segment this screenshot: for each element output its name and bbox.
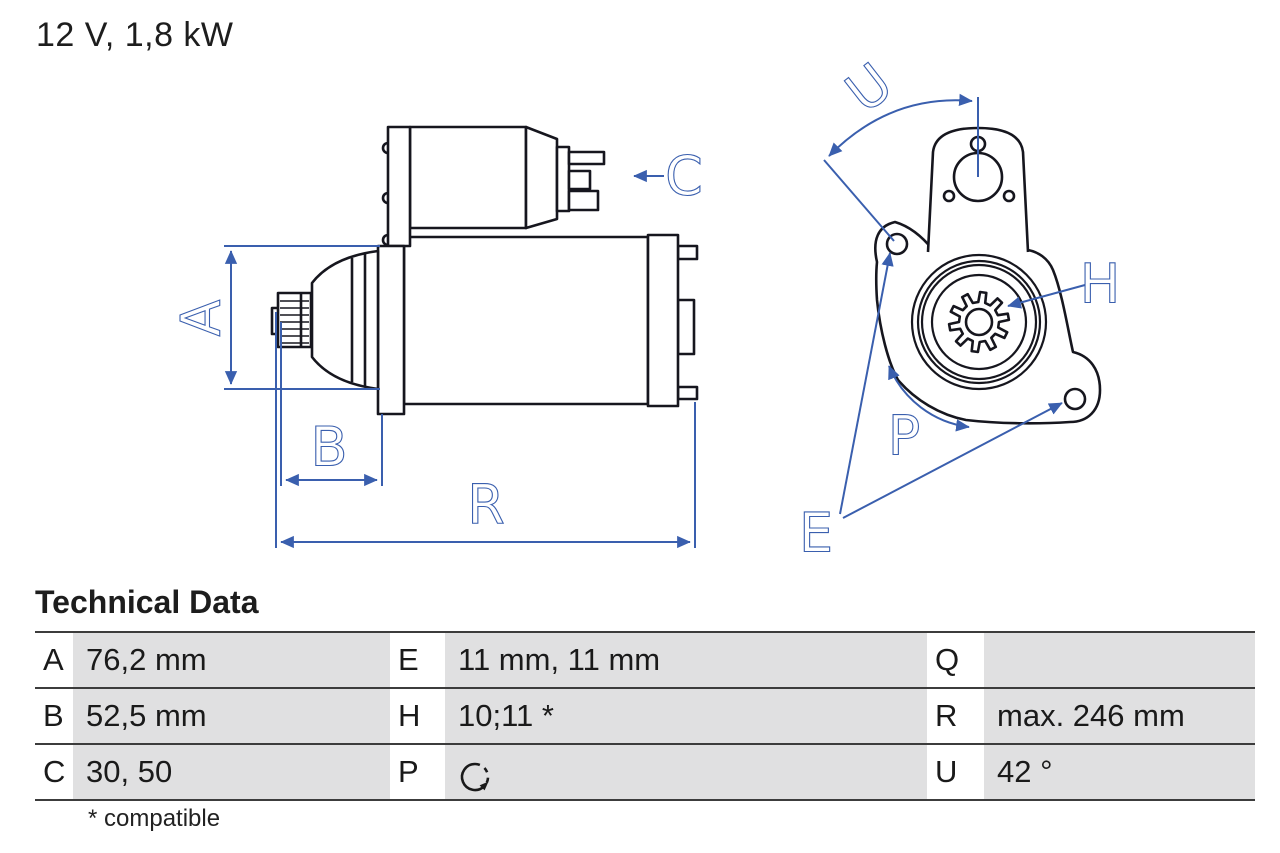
shaft-hole xyxy=(964,307,994,337)
spec-key-h: H xyxy=(390,689,445,743)
bracket-hole-right xyxy=(1002,189,1016,203)
page-title: 12 V, 1,8 kW xyxy=(36,16,234,54)
starter-motor-drawing: A B R C xyxy=(169,50,1121,565)
pinion-gear-side xyxy=(270,291,313,349)
motor-body xyxy=(402,235,650,406)
dimension-b: B xyxy=(280,322,383,487)
dim-label-h: H xyxy=(1080,253,1121,316)
dim-label-a: A xyxy=(170,299,233,336)
top-bracket xyxy=(926,126,1030,253)
solenoid-terminal-top xyxy=(567,150,606,166)
mounting-flange xyxy=(376,125,412,416)
front-view-drawing xyxy=(874,126,1102,425)
spec-key-q: Q xyxy=(927,633,984,687)
dim-label-r: R xyxy=(467,474,505,537)
spec-value-h: 10;11 * xyxy=(445,689,927,743)
spec-value-c: 30, 50 xyxy=(73,745,390,799)
drive-end-housing xyxy=(310,249,380,391)
spec-key-u: U xyxy=(927,745,984,799)
technical-data-table: A 76,2 mm E 11 mm, 11 mm Q B 52,5 mm H 1… xyxy=(35,631,1255,801)
spec-value-b: 52,5 mm xyxy=(73,689,390,743)
spec-value-u: 42 ° xyxy=(984,745,1255,799)
spec-value-q xyxy=(984,633,1255,687)
table-row: C 30, 50 P U 42 ° xyxy=(35,745,1255,801)
rotation-direction-arrow-icon xyxy=(460,763,490,792)
dim-label-b: B xyxy=(310,416,347,479)
solenoid-terminal-mid xyxy=(567,169,592,191)
dimension-e: E xyxy=(798,252,1063,565)
side-view-drawing xyxy=(270,125,699,416)
spec-key-c: C xyxy=(35,745,73,799)
spec-value-p xyxy=(445,745,927,799)
dimension-c: C xyxy=(633,144,703,208)
spec-value-r: max. 246 mm xyxy=(984,689,1255,743)
spec-key-a: A xyxy=(35,633,73,687)
solenoid-terminal-low xyxy=(567,189,600,212)
spec-value-a: 76,2 mm xyxy=(73,633,390,687)
mount-hole-lower-right xyxy=(1063,387,1087,411)
dimension-h: H xyxy=(1007,252,1121,316)
side-view-dimensions: A B R C xyxy=(169,144,703,549)
dim-label-c: C xyxy=(665,145,703,208)
spec-value-e: 11 mm, 11 mm xyxy=(445,633,927,687)
dimension-a: A xyxy=(169,245,380,390)
table-row: B 52,5 mm H 10;11 * R max. 246 mm xyxy=(35,689,1255,745)
pinion-gear-front xyxy=(947,290,1011,354)
spec-key-p: P xyxy=(390,745,445,799)
spec-key-r: R xyxy=(927,689,984,743)
dim-label-e: E xyxy=(799,502,833,565)
dimension-p: P xyxy=(887,365,970,468)
solenoid xyxy=(408,125,606,230)
technical-data-section: Technical Data A 76,2 mm E 11 mm, 11 mm … xyxy=(0,584,1280,833)
dim-label-p: P xyxy=(888,405,921,468)
motor-end-cap xyxy=(646,233,680,408)
table-row: A 76,2 mm E 11 mm, 11 mm Q xyxy=(35,633,1255,689)
spec-key-e: E xyxy=(390,633,445,687)
dim-label-u: U xyxy=(834,51,904,125)
bracket-hole-left xyxy=(942,189,956,203)
spec-key-b: B xyxy=(35,689,73,743)
compatibility-footnote: * compatible xyxy=(88,805,221,832)
rear-terminals xyxy=(676,244,699,401)
dimension-r: R xyxy=(275,312,696,549)
technical-data-heading: Technical Data xyxy=(35,584,259,620)
